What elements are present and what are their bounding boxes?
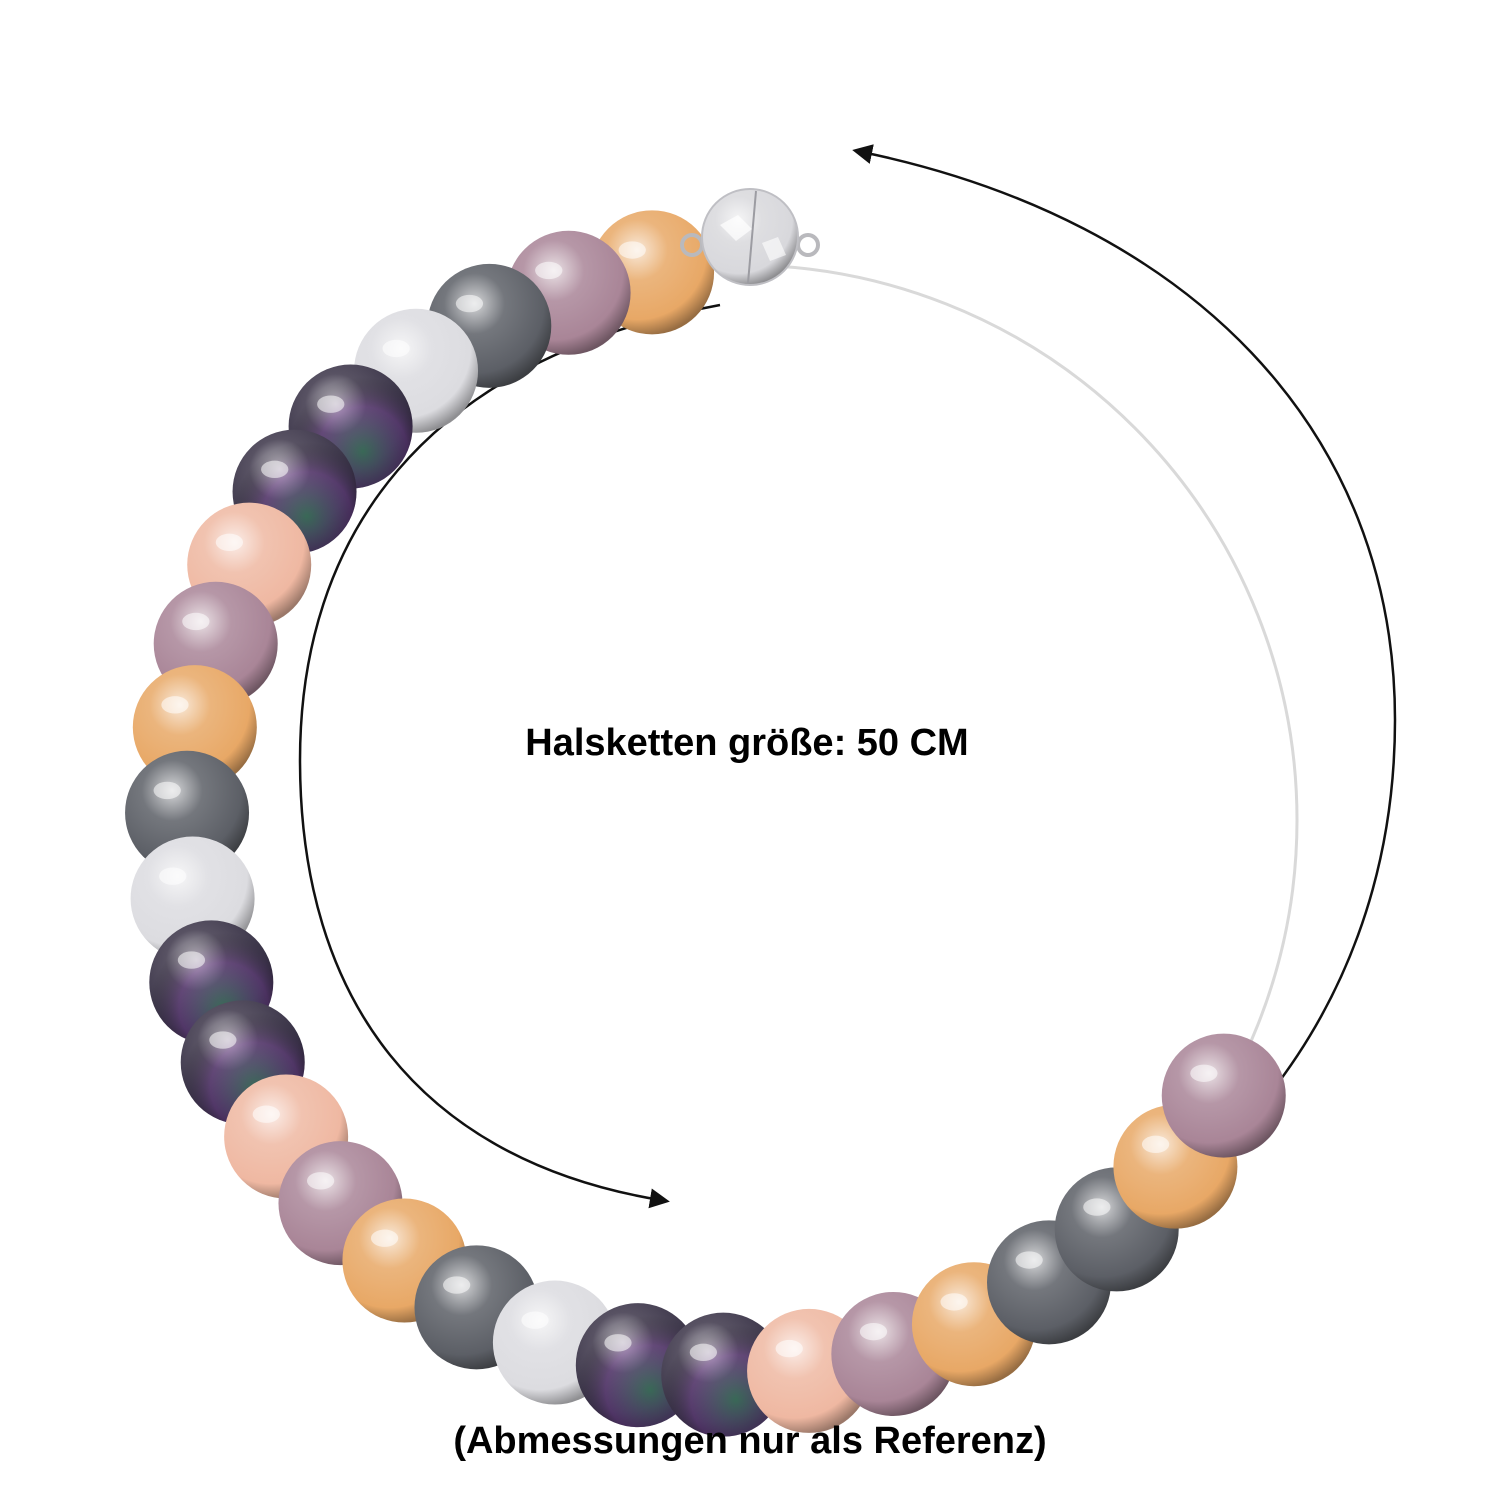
necklace-size-label: Halsketten größe: 50 CM (525, 722, 969, 764)
inner-measure-arrow (298, 303, 721, 1209)
magnetic-clasp (680, 188, 820, 286)
reference-note: (Abmessungen nur als Referenz) (453, 1420, 1047, 1462)
pearl-mauve (1161, 1033, 1286, 1158)
